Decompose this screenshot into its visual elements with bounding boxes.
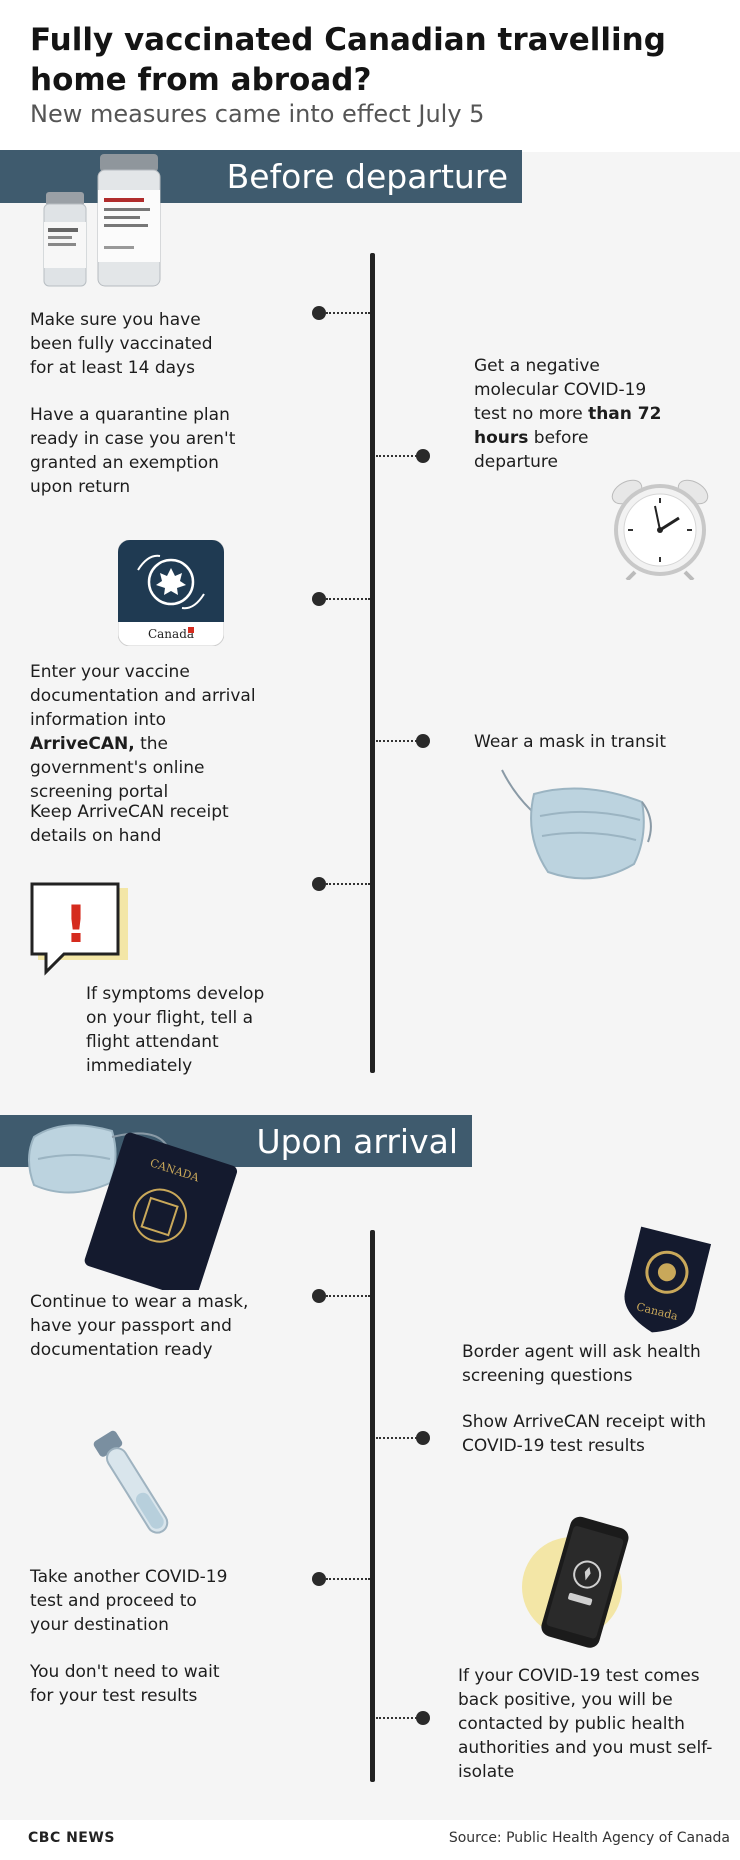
timeline-dot [312, 877, 326, 891]
arrivecan-app-icon: Canada [118, 540, 224, 646]
alarm-clock-icon [611, 479, 709, 580]
section-banner-before-departure: Before departure [0, 150, 522, 203]
footer [0, 1820, 740, 1860]
timeline-dot [312, 1289, 326, 1303]
timeline-connector [376, 1437, 420, 1439]
phone-notification-icon [522, 1516, 629, 1648]
svg-text:Canada: Canada [148, 627, 194, 641]
timeline-dot [416, 449, 430, 463]
timeline-connector [376, 740, 420, 742]
timeline-dot [312, 1572, 326, 1586]
section-title-upon-arrival: Upon arrival [256, 1121, 458, 1161]
timeline-connector [326, 312, 370, 314]
vaccine-vials-icon [43, 154, 161, 287]
vial-label-stripe [104, 198, 144, 202]
timeline-connector [326, 598, 370, 600]
step-quarantine-plan: Have a quarantine plan ready in case you… [30, 405, 236, 497]
timeline-upon-arrival [370, 1230, 375, 1782]
border-agent-badge-icon: Canada [624, 1226, 712, 1333]
cbc-news-logo: CBC NEWS [28, 1830, 115, 1846]
step-negative-test: Get a negative molecular COVID-19 test n… [474, 356, 662, 472]
page-title: Fully vaccinated Canadian travelling hom… [30, 22, 666, 98]
step-no-wait: You don't need to wait for your test res… [30, 1662, 220, 1706]
timeline-connector [376, 1717, 420, 1719]
timeline-dot [312, 592, 326, 606]
step-enter-arrivecan: Enter your vaccine documentation and arr… [30, 662, 256, 802]
timeline-dot [416, 1711, 430, 1725]
page-subtitle: New measures came into effect July 5 [30, 100, 485, 128]
section-title-before-departure: Before departure [226, 157, 508, 196]
alert-bubble-icon: ! [30, 882, 128, 976]
timeline-before-departure [370, 253, 375, 1073]
timeline-connector [326, 1295, 370, 1297]
test-tube-icon [93, 1430, 169, 1534]
step-another-test: Take another COVID-19 test and proceed t… [30, 1567, 228, 1635]
timeline-dot [416, 734, 430, 748]
mask-passport-icon: CANADA [28, 1124, 238, 1290]
step-positive-self-isolate: If your COVID-19 test comes back positiv… [458, 1666, 713, 1782]
source-credit: Source: Public Health Agency of Canada [448, 1830, 730, 1846]
step-symptoms: If symptoms develop on your flight, tell… [86, 984, 265, 1076]
timeline-dot [416, 1431, 430, 1445]
timeline-connector [326, 883, 370, 885]
step-show-receipt: Show ArriveCAN receipt with COVID-19 tes… [462, 1412, 706, 1456]
header [0, 0, 740, 152]
timeline-connector [326, 1578, 370, 1580]
step-keep-receipt: Keep ArriveCAN receipt details on hand [30, 802, 229, 846]
step-vaccinated: Make sure you have been fully vaccinated… [30, 310, 213, 378]
svg-text:!: ! [64, 895, 88, 955]
step-border-agent: Border agent will ask health screening q… [462, 1342, 701, 1386]
step-wear-mask-transit: Wear a mask in transit [474, 732, 666, 752]
face-mask-icon [501, 769, 652, 880]
timeline-connector [376, 455, 420, 457]
step-mask-passport: Continue to wear a mask, have your passp… [30, 1292, 249, 1360]
timeline-dot [312, 306, 326, 320]
